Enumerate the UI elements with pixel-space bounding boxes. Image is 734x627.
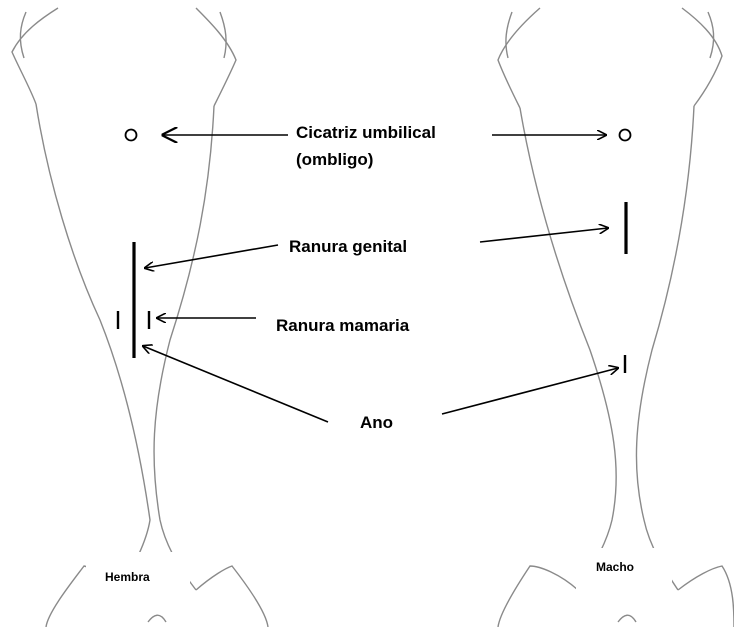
label-navel: (ombligo)	[296, 150, 373, 169]
male-dolphin-outline	[498, 8, 734, 627]
label-genital-slit: Ranura genital	[289, 237, 407, 256]
female-umbilicus-mark	[126, 130, 137, 141]
male-umbilicus-mark	[620, 130, 631, 141]
arrow-anus-female	[143, 346, 328, 422]
arrow-genital-male	[480, 228, 608, 242]
label-female: Hembra	[105, 570, 150, 584]
label-male: Macho	[596, 560, 634, 574]
label-mammary-slit: Ranura mamaria	[276, 316, 410, 335]
arrow-genital-female	[145, 245, 278, 268]
arrow-anus-male	[442, 368, 618, 414]
label-anus: Ano	[360, 413, 393, 432]
label-umbilical-scar: Cicatriz umbilical	[296, 123, 436, 142]
